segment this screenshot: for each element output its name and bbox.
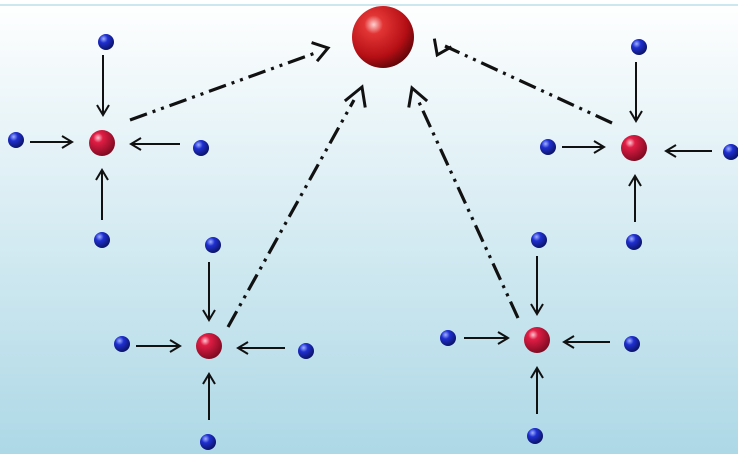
leaf-tr-left	[540, 139, 556, 155]
leaf-bl-right	[298, 343, 314, 359]
arrowhead-bottom-right	[407, 85, 429, 108]
leaf-tl-top	[98, 34, 114, 50]
hub-to-center-arrowheads	[311, 38, 453, 108]
arrow-bottom-right-hub-to-center	[416, 99, 520, 319]
hub-bottom-right	[524, 327, 550, 353]
leaf-bl-left	[114, 336, 130, 352]
arrowhead-top-left	[311, 41, 331, 63]
arrowhead-br-top	[530, 303, 544, 316]
leaf-br-top	[531, 232, 547, 248]
leaf-br-right	[624, 336, 640, 352]
leaf-bl-bottom	[200, 434, 216, 450]
arrow-bottom-left-hub-to-center	[226, 99, 356, 328]
arrowhead-br-right	[562, 335, 575, 349]
leaf-tl-right	[193, 140, 209, 156]
arrow-top-left-hub-to-center	[129, 50, 319, 122]
arrowhead-tr-top	[629, 110, 643, 123]
hub-top-right	[621, 135, 647, 161]
leaves-top-right	[540, 39, 738, 250]
leaf-tr-right	[723, 144, 738, 160]
leaf-bl-top	[205, 237, 221, 253]
arrowhead-br-bottom	[530, 366, 544, 379]
arrowhead-tr-right	[664, 144, 677, 158]
arrowhead-tl-bottom	[95, 168, 109, 181]
leaves-top-left	[8, 34, 209, 248]
hub-bottom-left	[196, 333, 222, 359]
arrowhead-bl-bottom	[202, 372, 216, 385]
arrowhead-tr-bottom	[628, 174, 642, 187]
leaves-bottom-left	[114, 237, 314, 450]
arrow-top-right-hub-to-center	[444, 44, 613, 125]
hub-nodes	[89, 130, 647, 359]
arrowhead-bl-right	[236, 341, 249, 355]
leaf-br-left	[440, 330, 456, 346]
arrowhead-tl-top	[96, 104, 110, 117]
arrowhead-br-left	[497, 331, 510, 345]
leaf-tr-top	[631, 39, 647, 55]
arrowhead-bl-top	[202, 309, 216, 322]
hub-top-left	[89, 130, 115, 156]
arrowhead-tl-left	[61, 135, 74, 149]
arrowhead-top-right	[432, 38, 453, 58]
leaf-tl-left	[8, 132, 24, 148]
arrowhead-bl-left	[169, 339, 182, 353]
hub-to-center-arrows	[129, 44, 613, 328]
leaf-nodes	[8, 34, 738, 450]
leaf-br-bottom	[527, 428, 543, 444]
arrowhead-tr-left	[593, 140, 606, 154]
leaves-bottom-right	[440, 232, 640, 444]
arrowhead-tl-right	[129, 137, 142, 151]
leaf-tl-bottom	[94, 232, 110, 248]
leaf-tr-bottom	[626, 234, 642, 250]
arrowhead-bottom-left	[343, 84, 367, 108]
leaf-to-hub-arrows	[30, 55, 712, 420]
center-sphere	[352, 6, 414, 68]
